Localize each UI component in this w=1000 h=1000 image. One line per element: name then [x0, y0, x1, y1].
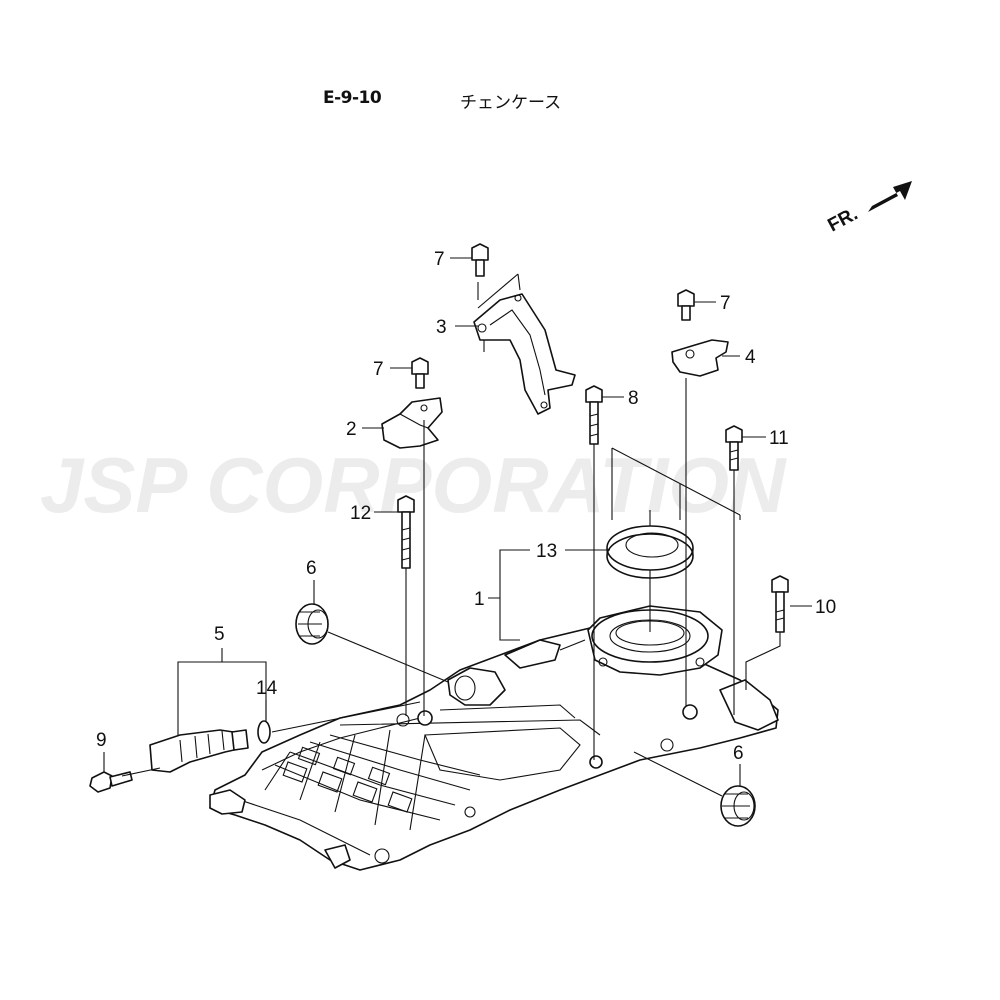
diagram-code: E-9-10 [323, 88, 382, 108]
bolt-10 [771, 575, 789, 633]
callout-8: 8 [628, 388, 639, 409]
bolt-7-right [677, 289, 695, 321]
bracket-2 [381, 397, 443, 449]
bolt-7-top [471, 243, 489, 277]
callout-11: 11 [769, 428, 789, 449]
callout-1: 1 [474, 589, 485, 610]
chain-case-body [209, 605, 779, 871]
o-ring-14 [257, 720, 271, 744]
front-direction-indicator: FR. [824, 181, 912, 236]
callout-12: 12 [350, 503, 371, 524]
callout-10: 10 [815, 597, 836, 618]
callout-6-left: 6 [306, 558, 317, 579]
callout-3: 3 [436, 317, 447, 338]
leader-lines [103, 257, 812, 797]
callout-4: 4 [745, 347, 756, 368]
grommet-6-right [720, 785, 756, 827]
watermark: JSP CORPORATION [40, 441, 787, 529]
clip-4 [671, 339, 729, 377]
callout-7-mid: 7 [373, 359, 384, 380]
fr-label: FR. [824, 204, 861, 237]
bolt-12 [397, 495, 415, 569]
bracket-3 [473, 293, 576, 415]
watermark-text: JSP CORPORATION [40, 441, 787, 529]
bolt-8 [585, 385, 603, 445]
callout-14: 14 [256, 678, 278, 699]
bolt-9 [89, 771, 133, 793]
front-arrow-icon [868, 181, 912, 212]
callout-5: 5 [214, 624, 225, 645]
bolt-7-mid [411, 357, 429, 389]
diagram-title: チェンケース [460, 93, 562, 113]
callout-7-top: 7 [434, 249, 445, 270]
callout-2: 2 [346, 419, 357, 440]
callout-6-right: 6 [733, 743, 744, 764]
sensor-5 [149, 729, 249, 773]
callout-9: 9 [96, 730, 107, 751]
callout-13: 13 [536, 541, 557, 562]
grommet-6-left [295, 603, 329, 645]
callout-labels: 1 2 3 4 5 6 6 7 7 7 8 9 10 11 12 13 14 [96, 249, 836, 764]
callout-7-right: 7 [720, 293, 731, 314]
